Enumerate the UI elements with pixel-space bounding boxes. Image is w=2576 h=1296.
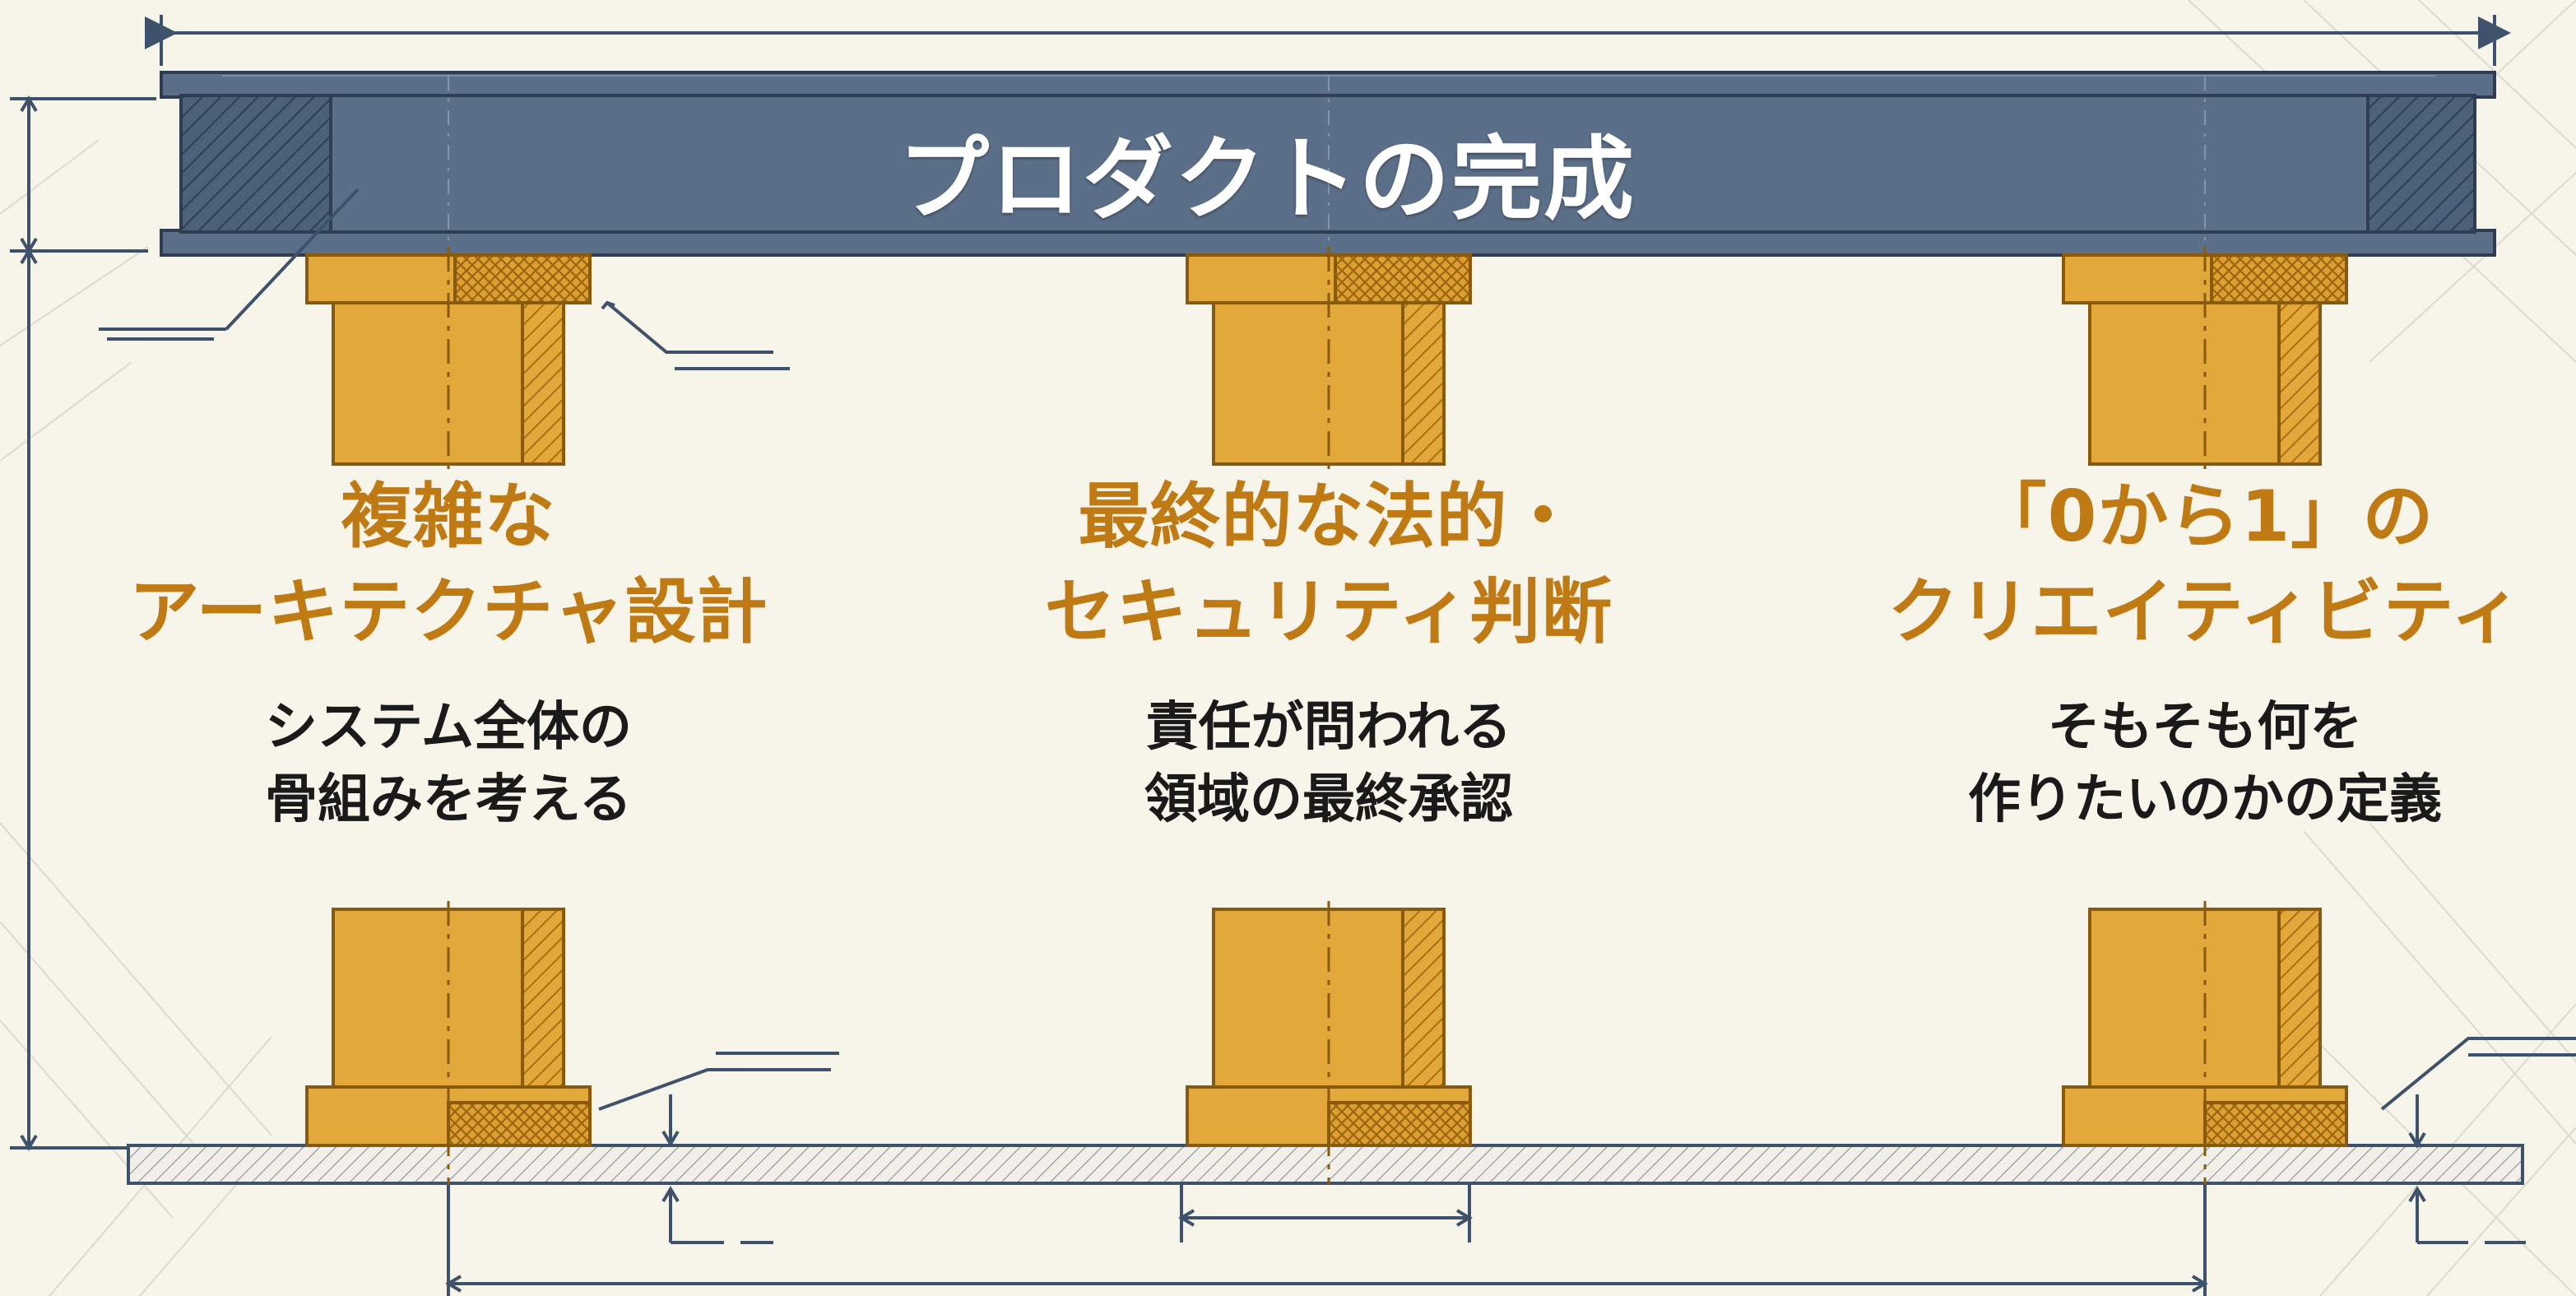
pillar-3-desc-line-2: 作りたいのかの定義 xyxy=(1968,769,2442,830)
pillar-footing-hatch xyxy=(447,1101,592,1147)
pillar-1-description: システム全体の 骨組みを考える xyxy=(37,691,860,836)
pillar-upper-capital-hatch xyxy=(453,253,592,304)
pillar-3-text: 「0から1」の クリエイティビティ そもそも何を 作りたいのかの定義 xyxy=(1794,469,2576,836)
pillar-3-title-line-1: 「0から1」の xyxy=(1975,476,2434,558)
pillar-footing-hatch xyxy=(2203,1101,2348,1147)
pillar-2-description: 責任が問われる 領域の最終承認 xyxy=(917,691,1740,836)
top-dimension-line xyxy=(145,15,2511,66)
pillar-1-desc-line-1: システム全体の xyxy=(264,697,633,758)
pillar-lower-shaft-hatch xyxy=(521,908,565,1090)
pillar-3-title: 「0から1」の クリエイティビティ xyxy=(1794,469,2576,660)
pillar-1-desc-line-2: 骨組みを考える xyxy=(264,769,633,830)
left-dimension-lines xyxy=(10,95,156,1151)
pillar-lower-shaft-hatch xyxy=(1401,908,1446,1090)
pillar-2-desc-line-2: 領域の最終承認 xyxy=(1144,769,1513,830)
base-slab xyxy=(127,1144,2524,1185)
pillar-lower-shaft-hatch xyxy=(2277,908,2322,1090)
pillar-upper-shaft-hatch xyxy=(521,301,565,466)
pillar-3-title-line-2: クリエイティビティ xyxy=(1887,571,2523,653)
bottom-dimension-lines xyxy=(445,1185,2208,1296)
pillar-1-title-line-1: 複雑な xyxy=(341,476,556,558)
pillar-upper-capital-hatch xyxy=(1334,253,1472,304)
pillar-1-text: 複雑な アーキテクチャ設計 システム全体の 骨組みを考える xyxy=(37,469,860,836)
pillar-upper-shaft-hatch xyxy=(2277,301,2322,466)
pillar-3-desc-line-1: そもそも何を xyxy=(2047,697,2363,758)
pillar-2-title-line-1: 最終的な法的・ xyxy=(1078,476,1580,558)
pillar-2-text: 最終的な法的・ セキュリティ判断 責任が問われる 領域の最終承認 xyxy=(917,469,1740,836)
pillar-1 xyxy=(305,247,592,1185)
annotation-leaders xyxy=(99,188,2576,1244)
pillar-upper-capital-hatch xyxy=(2210,253,2348,304)
pillar-1-title: 複雑な アーキテクチャ設計 xyxy=(37,469,860,660)
top-beam xyxy=(160,71,2496,257)
pillar-3 xyxy=(2062,247,2348,1185)
pillar-2 xyxy=(1186,247,1472,1185)
pillar-2-title: 最終的な法的・ セキュリティ判断 xyxy=(917,469,1740,660)
pillar-footing-hatch xyxy=(1327,1101,1472,1147)
pillar-3-description: そもそも何を 作りたいのかの定義 xyxy=(1794,691,2576,836)
pillars xyxy=(305,247,2348,1185)
pillar-2-title-line-2: セキュリティ判断 xyxy=(1044,571,1613,653)
pillar-1-title-line-2: アーキテクチャ設計 xyxy=(128,571,768,653)
pillar-upper-shaft-hatch xyxy=(1401,301,1446,466)
pillar-2-desc-line-1: 責任が問われる xyxy=(1145,697,1512,758)
beam-title: プロダクトの完成 xyxy=(898,127,1636,232)
